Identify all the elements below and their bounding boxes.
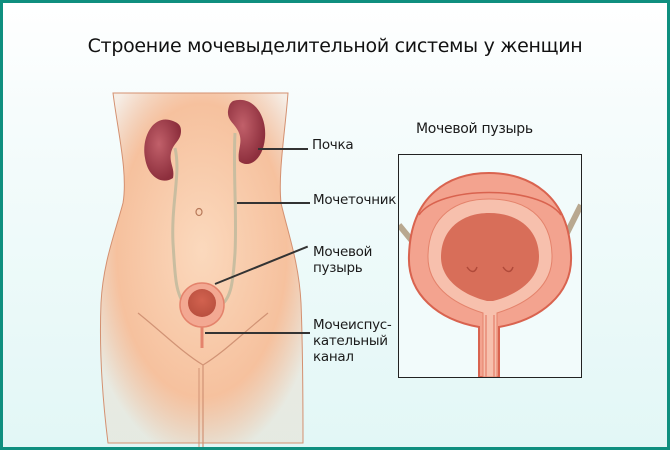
diagram-title: Строение мочевыделительной системы у жен… (87, 35, 583, 57)
label-urethra-line2: кательный (313, 333, 388, 349)
label-urethra-line1: Мочеиспус- (313, 317, 392, 333)
label-urethra: Мочеиспус- кательный канал (313, 317, 392, 365)
ureter-leader-line (237, 202, 310, 204)
label-bladder: Мочевой пузырь (313, 244, 372, 276)
label-urethra-line3: канал (313, 349, 354, 365)
label-kidney: Почка (312, 137, 354, 153)
kidney-left-icon (144, 119, 181, 181)
inset-title: Мочевой пузырь (416, 121, 533, 137)
ureter-right-icon (220, 132, 238, 307)
torso-icon (99, 92, 304, 444)
body-illustration (99, 92, 304, 447)
label-bladder-line1: Мочевой (313, 244, 373, 260)
kidney-leader-line (258, 148, 308, 150)
label-ureter: Мочеточник (313, 192, 397, 208)
label-bladder-line2: пузырь (313, 260, 363, 276)
urethra-leader-line (205, 332, 310, 334)
ureter-left-icon (171, 147, 187, 306)
bladder-cross-section-icon (399, 171, 581, 377)
bladder-inset-box (398, 154, 582, 378)
kidney-right-icon (227, 99, 266, 165)
